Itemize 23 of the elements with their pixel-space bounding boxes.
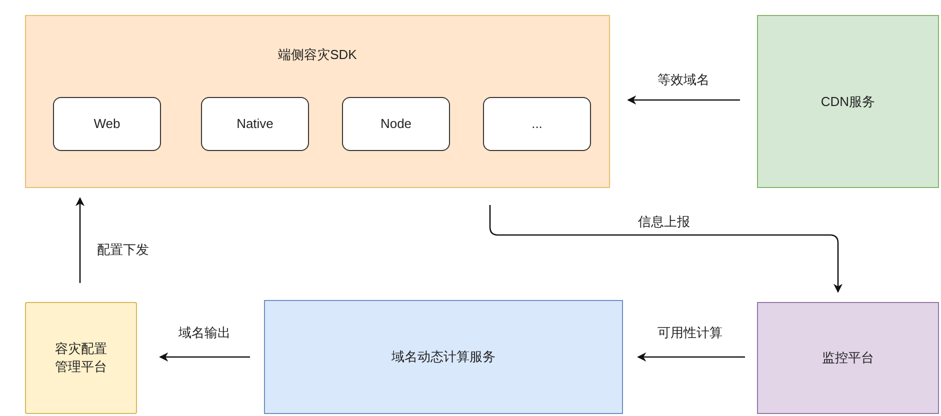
- arrow: [627, 95, 740, 105]
- box-label: Native: [236, 115, 274, 133]
- process-box: [25, 15, 610, 188]
- box-label: Web: [94, 115, 120, 133]
- process-box: [264, 300, 623, 414]
- box-label: ...: [532, 115, 542, 133]
- arrow: [489, 205, 843, 293]
- arrow: [637, 352, 745, 362]
- box-label: 域名动态计算服务: [392, 348, 496, 366]
- process-box: [757, 302, 939, 414]
- platform-box: [342, 97, 450, 151]
- box-label: 端侧容灾SDK: [278, 46, 357, 64]
- box-label: CDN服务: [820, 92, 876, 110]
- platform-box: [201, 97, 309, 151]
- platform-box: [483, 97, 591, 151]
- box-label: 监控平台: [822, 349, 874, 367]
- box-label: 容灾配置管理平台: [54, 340, 108, 376]
- box-label: Node: [380, 115, 412, 133]
- arrow: [159, 352, 250, 362]
- process-box: [757, 15, 939, 188]
- arrow: [75, 197, 85, 283]
- process-box: [25, 302, 137, 414]
- platform-box: [53, 97, 161, 151]
